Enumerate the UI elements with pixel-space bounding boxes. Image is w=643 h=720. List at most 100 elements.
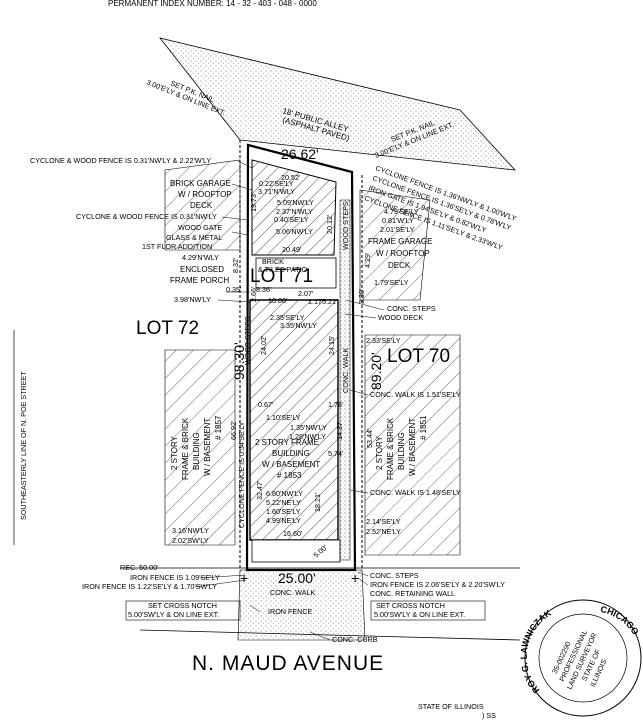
small-dim-d9: 19.73': [249, 192, 258, 212]
surveyor-seal: ROY G. LAWNICZAK CHICAGO 35-002290 PROFE…: [519, 599, 642, 717]
conc-walk-side: CONC. WALK IS 1.51'SE'LY: [370, 390, 461, 399]
iron-fence-1: IRON FENCE IS 1.09'SE'LY: [130, 573, 220, 582]
small-dim-d39: 32.47': [255, 480, 264, 500]
small-dim-d28: 1.79'SE'LY: [374, 278, 409, 287]
brick-garage-2: W / ROOFTOP: [178, 190, 232, 199]
neighbor-right-5: # 1851: [419, 415, 428, 440]
small-dim-d11: 8.32': [231, 257, 240, 273]
small-dim-d21: 3.35'NW'LY: [280, 321, 317, 330]
brick-garage-3: DECK: [190, 201, 213, 210]
small-dim-d5: 2.37'N'WLY: [276, 207, 313, 216]
small-dim-d44: 18.21': [313, 492, 322, 512]
neighbor-right-2: FRAME & BRICK: [386, 417, 395, 480]
lot-70-label: LOT 70: [387, 346, 450, 367]
lot-71-label: LOT 71: [250, 266, 313, 287]
conc-curb: CONC. CURB: [332, 635, 378, 644]
neighbor-left-3: BUILDING: [192, 432, 201, 470]
cross-notch-right-2: 5.00'SW'LY & ON LINE EXT.: [374, 610, 465, 619]
subject-brick-garage: [251, 159, 337, 256]
small-dim-d15: 2.66': [249, 286, 258, 302]
small-dim-d51: 3.30': [357, 288, 366, 304]
rec-dim: REC. 50.00': [120, 563, 159, 572]
cross-notch-left-2: 5.00'SW'LY & ON LINE EXT.: [128, 610, 219, 619]
conc-walk-side2: CONC. WALK IS 1.48'SE'LY: [370, 488, 461, 497]
lot-72-label: LOT 72: [136, 318, 199, 339]
conc-steps-top: CONC. STEPS: [387, 304, 436, 313]
small-dim-d24: 4.79'SE'LY: [384, 207, 419, 216]
brick-garage-1: BRICK GARAGE: [170, 179, 231, 188]
small-dim-d22: 24.02': [259, 335, 268, 355]
wood-gate-2: GLASS & METAL: [166, 233, 222, 242]
small-dim-d41: 5.22'NE'LY: [266, 498, 301, 507]
frame-garage-3: DECK: [388, 261, 411, 270]
enclosed-porch-1: 4.29'N'WLY: [182, 253, 219, 262]
cross-notch-left-box: [125, 600, 241, 621]
small-dim-d17: 2.07': [298, 289, 314, 298]
small-dim-d33: 1.35'NW'LY: [290, 423, 327, 432]
enclosed-porch-3: FRAME PORCH: [170, 276, 229, 285]
corner-marker-left: +: [240, 570, 248, 586]
small-dim-d38: 5.74': [328, 449, 344, 458]
small-dim-d47: 2.02'SW'LY: [172, 536, 209, 545]
patio-area: [255, 257, 337, 289]
small-dim-d35: 14.37': [335, 420, 344, 440]
lot-72-building: [164, 349, 236, 546]
small-dim-d32: 1.10'SE'LY: [266, 413, 301, 422]
wood-steps-left: WOOD STEPS: [243, 316, 252, 365]
small-dim-d23: 24.15': [327, 335, 336, 355]
corner-marker-right: +: [351, 570, 359, 586]
conc-steps-bottom: CONC. STEPS: [370, 571, 419, 580]
small-dim-d13: 0.35': [226, 285, 242, 294]
small-dim-d19: 5.21': [322, 297, 338, 306]
wood-deck: WOOD DECK: [378, 313, 423, 322]
small-dim-d18: 1.17': [308, 297, 324, 306]
index-number: PERMANENT INDEX NUMBER: 14 - 32 - 403 - …: [108, 0, 317, 8]
frame-garage-2: W / ROOFTOP: [376, 249, 430, 258]
small-dim-d20: 2.35'SE'LY: [270, 313, 305, 322]
cyclone-left-vert: CYCLONE FENCE IS 0.54'SE'LY: [237, 421, 246, 528]
left-depth-dim: 98.30': [231, 342, 247, 380]
small-dim-d29: 2.33'SE'LY: [366, 336, 401, 345]
small-dim-d36: 53.44': [365, 428, 374, 448]
fence-left-top: CYCLONE & WOOD FENCE IS 0.31'NW'LY & 2.2…: [30, 156, 211, 165]
building-line-2: BUILDING: [272, 449, 310, 458]
small-dim-d6: 0.40'SE'LY: [274, 215, 309, 224]
conc-walk-strip: [339, 199, 351, 561]
small-dim-d37: 66.92': [229, 420, 238, 440]
top-width-dim: 26.62': [281, 146, 319, 162]
ss-label: ) SS: [482, 711, 496, 720]
small-dim-d25: 0.81'W'LY: [382, 216, 414, 225]
enclosed-porch-2: ENCLOSED: [180, 265, 224, 274]
neighbor-left-2: FRAME & BRICK: [181, 417, 190, 480]
small-dim-d42: 1.60'SE'LY: [266, 507, 301, 516]
building-line-1: 2 STORY FRAME: [255, 438, 319, 447]
lot-70-garage: [359, 189, 431, 301]
lot-70-building: [364, 334, 461, 556]
neighbor-left-4: W / BASEMENT: [203, 418, 212, 476]
small-dim-d16: 10.06': [268, 296, 288, 305]
small-dim-d7: 5.06'NW'LY: [276, 227, 313, 236]
small-dim-d27: 4.29': [363, 252, 372, 268]
neighbor-right-3: BUILDING: [397, 432, 406, 470]
poe-street-label: SOUTHEASTERLY LINE OF N. POE STREET: [19, 371, 28, 520]
small-dim-d10: 20.12': [325, 214, 334, 234]
iron-fence-2: IRON FENCE IS 1.22'SE'LY & 1.70'SW'LY: [82, 582, 217, 591]
small-dim-d8: 20.49': [282, 245, 302, 254]
small-dim-d3: 3.71'N'WLY: [258, 187, 295, 196]
small-dim-d26: 2.01'SE'LY: [380, 225, 415, 234]
bottom-width-dim: 25.00': [278, 570, 316, 586]
cross-notch-right-box: [370, 600, 486, 621]
building-line-4: # 1853: [277, 471, 302, 480]
neighbor-left-1: 2 STORY: [170, 435, 179, 470]
small-dim-d2: 0.22'SE'LY: [259, 179, 294, 188]
small-dim-d46: 3.16'NW'LY: [172, 526, 209, 535]
small-dim-d1: 20.52': [281, 173, 301, 182]
front-sidewalk: [237, 569, 366, 641]
iron-fence-right: IRON FENCE IS 2.06'SE'LY & 2.20'SW'LY: [370, 580, 505, 589]
wood-gate-1: WOOD GATE: [178, 223, 222, 232]
cross-notch-left-1: SET CROSS NOTCH: [148, 601, 217, 610]
state-label: STATE OF ILLINOIS: [418, 702, 484, 711]
conc-walk-bottom: CONC. WALK: [270, 588, 315, 597]
small-dim-d4: 5.09'NW'LY: [277, 198, 314, 207]
